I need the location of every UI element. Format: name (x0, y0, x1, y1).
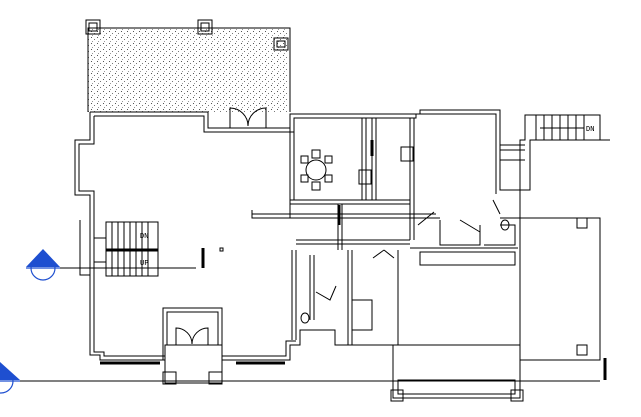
front-porch (100, 307, 285, 385)
column-marker (219, 247, 224, 252)
dining-table (300, 149, 333, 191)
level-lines (12, 139, 610, 382)
stair-up-label: UP (140, 259, 148, 267)
terrace-doors (229, 107, 267, 128)
main-stair: DN UP (93, 221, 159, 277)
stair-dn-label: DN (140, 232, 148, 240)
terrace (85, 19, 291, 112)
elevation-marker-label: - (0, 370, 4, 379)
interior-walls (201, 118, 518, 345)
garage (520, 217, 601, 361)
elevation-marker-label: - (40, 257, 45, 266)
elevation-marker-2[interactable]: - (0, 362, 20, 394)
door-swings (315, 199, 501, 301)
cooktop (358, 146, 414, 185)
rear-porch (390, 344, 524, 402)
elevation-marker-1[interactable]: - (26, 249, 60, 281)
stair-dn-label-2: DN (586, 125, 594, 133)
toilet (300, 219, 510, 324)
exterior-walls (74, 109, 601, 361)
exterior-stair: DN (500, 114, 601, 161)
